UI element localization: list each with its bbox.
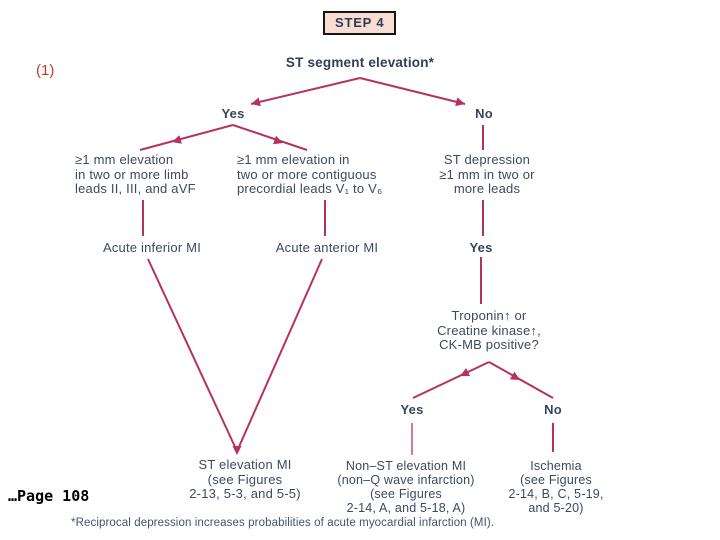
node-no-2: No bbox=[544, 402, 562, 417]
node-biomarker-question: Troponin↑ or Creatine kinase↑, CK-MB pos… bbox=[437, 308, 541, 352]
node-st-elevation-mi: ST elevation MI (see Figures 2-13, 5-3, … bbox=[189, 457, 301, 501]
node-st-segment-elevation: ST segment elevation* bbox=[285, 55, 435, 70]
node-limb-criteria: ≥1 mm elevation in two or more limb lead… bbox=[75, 152, 196, 196]
footnote: *Reciprocal depression increases probabi… bbox=[71, 517, 495, 529]
node-acute-anterior-mi: Acute anterior MI bbox=[275, 240, 379, 255]
node-acute-inferior-mi: Acute inferior MI bbox=[102, 240, 202, 255]
node-precordial-criteria: ≥1 mm elevation in two or more contiguou… bbox=[237, 152, 383, 196]
node-st-depression: ST depression ≥1 mm in two or more leads bbox=[439, 152, 535, 196]
node-non-st-elevation-mi: Non–ST elevation MI (non–Q wave infarcti… bbox=[337, 459, 475, 515]
step-4-badge: STEP 4 bbox=[323, 11, 397, 35]
node-no-1: No bbox=[475, 106, 493, 121]
slide-number-label: (1) bbox=[36, 62, 55, 79]
node-ischemia: Ischemia (see Figures 2-14, B, C, 5-19, … bbox=[508, 459, 604, 515]
node-yes-1: Yes bbox=[221, 106, 245, 121]
node-yes-3: Yes bbox=[400, 402, 424, 417]
node-yes-2: Yes bbox=[469, 240, 493, 255]
page-reference: …Page 108 bbox=[8, 487, 90, 505]
